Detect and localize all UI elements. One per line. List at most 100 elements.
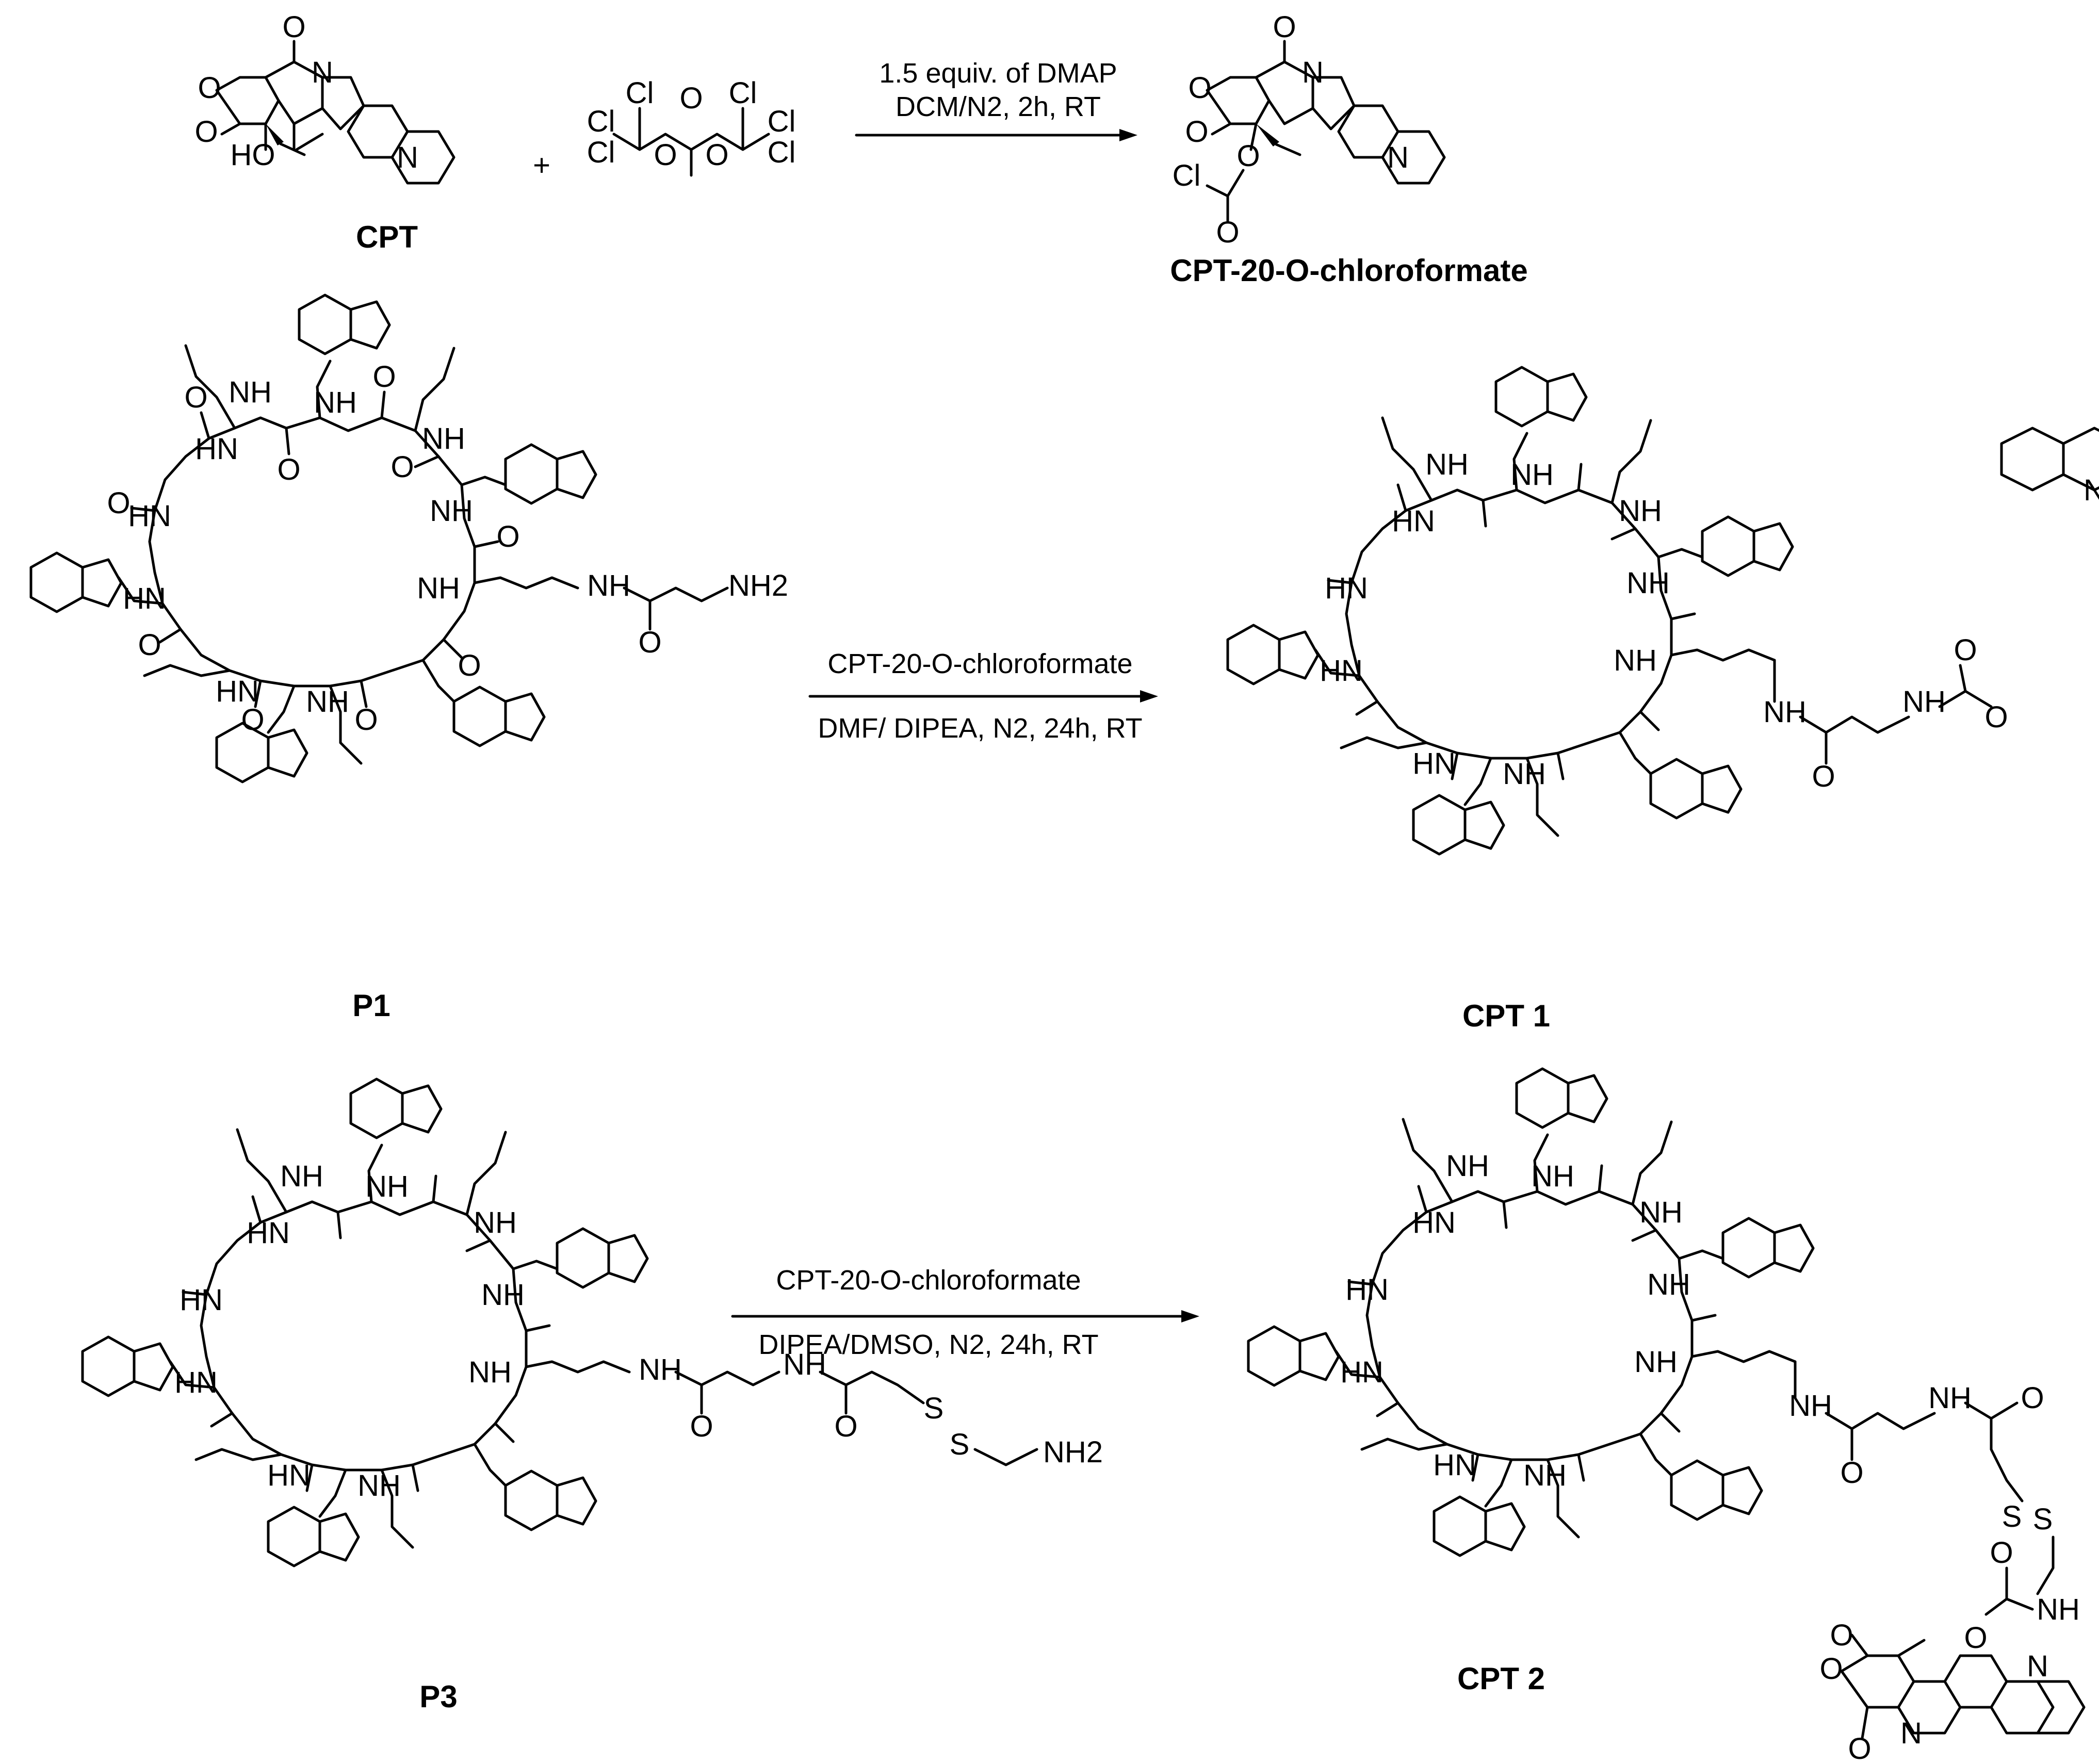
atom-s: S bbox=[2033, 1502, 2053, 1536]
atom-nh: NH bbox=[2037, 1593, 2080, 1626]
atom-hn: HN bbox=[1433, 1448, 1476, 1482]
atom-nh: NH bbox=[474, 1206, 517, 1239]
atom-hn: HN bbox=[123, 582, 166, 615]
cpt2-structure: NH NH NH NH NH NH HN HN HN HN NH O NH O … bbox=[1248, 1069, 2086, 1764]
atom-s: S bbox=[950, 1428, 970, 1461]
atom-ho: HO bbox=[231, 138, 275, 172]
atom-cl: Cl bbox=[626, 76, 654, 110]
cpt-structure: O O O HO N N bbox=[194, 10, 455, 185]
atom-nh: NH bbox=[1619, 494, 1662, 528]
atom-n: N bbox=[312, 56, 333, 89]
atom-cl: Cl bbox=[1173, 159, 1201, 192]
arrow-2-condition-below: DMF/ DIPEA, N2, 24h, RT bbox=[818, 713, 1142, 744]
atom-n: N bbox=[2084, 473, 2099, 507]
atom-o: O bbox=[1830, 1619, 1853, 1652]
atom-nh: NH bbox=[280, 1159, 323, 1193]
atom-cl: Cl bbox=[587, 105, 615, 138]
atom-o: O bbox=[277, 453, 300, 486]
atom-n: N bbox=[1900, 1717, 1922, 1750]
atom-s: S bbox=[924, 1392, 944, 1425]
atom-s: S bbox=[2002, 1500, 2022, 1533]
atom-nh: NH bbox=[1523, 1459, 1567, 1492]
atom-hn: HN bbox=[1340, 1355, 1384, 1389]
atom-o: O bbox=[1848, 1732, 1871, 1764]
atom-nh: NH bbox=[1634, 1345, 1678, 1379]
atom-nh: NH bbox=[365, 1170, 409, 1203]
atom-o: O bbox=[690, 1410, 713, 1443]
atom-o: O bbox=[1185, 115, 1208, 149]
atom-cl: Cl bbox=[768, 136, 796, 169]
atom-nh2: NH2 bbox=[728, 569, 788, 602]
atom-o: O bbox=[1273, 10, 1296, 44]
atom-hn: HN bbox=[267, 1459, 311, 1492]
atom-nh: NH bbox=[306, 685, 349, 718]
atom-hn: HN bbox=[216, 675, 259, 708]
atom-hn: HN bbox=[174, 1366, 218, 1399]
chloroformate-structure: O O O O Cl O N N bbox=[1173, 10, 1446, 249]
atom-hn: HN bbox=[1325, 571, 1368, 605]
atom-nh2: NH2 bbox=[1043, 1435, 1103, 1469]
atom-nh: NH bbox=[481, 1278, 525, 1312]
atom-nh: NH bbox=[1763, 695, 1807, 729]
atom-n: N bbox=[2027, 1649, 2048, 1683]
atom-nh: NH bbox=[1503, 757, 1546, 791]
atom-cl: Cl bbox=[587, 136, 615, 169]
atom-nh: NH bbox=[639, 1353, 682, 1386]
atom-o: O bbox=[1236, 139, 1260, 173]
atom-nh: NH bbox=[1614, 644, 1657, 677]
atom-nh: NH bbox=[1928, 1381, 1972, 1415]
atom-o: O bbox=[372, 360, 396, 394]
atom-nh: NH bbox=[1902, 685, 1946, 718]
atom-o: O bbox=[638, 626, 661, 659]
atom-nh: NH bbox=[417, 571, 460, 605]
atom-o: O bbox=[107, 486, 130, 520]
atom-nh: NH bbox=[468, 1355, 512, 1389]
atom-o: O bbox=[241, 703, 264, 737]
atom-n: N bbox=[397, 141, 418, 174]
atom-nh: NH bbox=[314, 386, 357, 419]
atom-o: O bbox=[198, 71, 221, 105]
atom-hn: HN bbox=[180, 1283, 223, 1317]
chloroformate-label: CPT-20-O-chloroformate bbox=[1170, 253, 1527, 288]
arrow-3-condition-below: DIPEA/DMSO, N2, 24h, RT bbox=[758, 1329, 1098, 1360]
atom-hn: HN bbox=[128, 499, 171, 533]
atom-n: N bbox=[1387, 141, 1409, 174]
atom-nh: NH bbox=[1639, 1196, 1683, 1229]
atom-cl: Cl bbox=[729, 76, 757, 110]
atom-hn: HN bbox=[195, 432, 238, 466]
cpt2-label: CPT 2 bbox=[1457, 1661, 1545, 1696]
atom-hn: HN bbox=[1392, 504, 1435, 538]
atom-nh: NH bbox=[1446, 1149, 1489, 1183]
atom-o: O bbox=[354, 703, 378, 737]
atom-nh: NH bbox=[1531, 1159, 1574, 1193]
atom-o: O bbox=[138, 628, 161, 662]
plus-sign: + bbox=[533, 149, 550, 182]
atom-o: O bbox=[1812, 760, 1835, 793]
p1-structure: NH NH NH NH NH NH HN HN HN HN O O O O O … bbox=[31, 295, 788, 782]
atom-nh: NH bbox=[587, 569, 630, 602]
atom-o: O bbox=[184, 381, 207, 414]
atom-o: O bbox=[2021, 1381, 2044, 1415]
atom-nh: NH bbox=[783, 1348, 826, 1381]
atom-o: O bbox=[1188, 71, 1211, 105]
atom-o: O bbox=[1954, 633, 1977, 667]
atom-o: O bbox=[1984, 700, 2008, 734]
atom-nh: NH bbox=[1626, 566, 1670, 600]
atom-cl: Cl bbox=[768, 105, 796, 138]
arrow-1 bbox=[855, 129, 1137, 141]
atom-nh: NH bbox=[229, 375, 272, 409]
arrow-3 bbox=[731, 1310, 1199, 1322]
p3-label: P3 bbox=[419, 1679, 457, 1714]
atom-o: O bbox=[458, 649, 481, 682]
atom-o: O bbox=[496, 520, 519, 553]
cpt1-label: CPT 1 bbox=[1462, 999, 1550, 1033]
atom-nh: NH bbox=[430, 494, 473, 528]
arrow-2-condition-above: CPT-20-O-chloroformate bbox=[827, 648, 1132, 679]
atom-o: O bbox=[705, 138, 728, 172]
atom-nh: NH bbox=[1425, 448, 1469, 481]
atom-o: O bbox=[1840, 1456, 1863, 1490]
atom-n: N bbox=[1302, 56, 1324, 89]
atom-hn: HN bbox=[1412, 747, 1456, 780]
atom-hn: HN bbox=[247, 1216, 290, 1250]
